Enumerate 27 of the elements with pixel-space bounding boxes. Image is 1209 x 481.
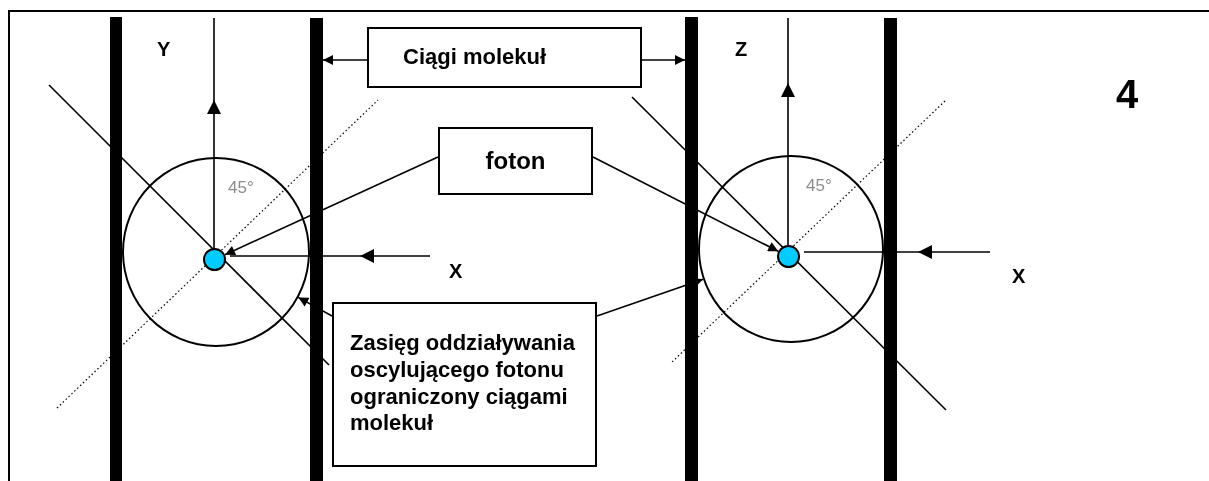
interaction-range-circle bbox=[122, 157, 310, 347]
box-text: Zasięg oddziaływania oscylującego fotonu ograniczony ciągami molekuł bbox=[350, 329, 576, 438]
leader-arrow bbox=[322, 55, 368, 65]
molecule-chain-bar bbox=[110, 17, 122, 481]
molecule-chain-bar bbox=[310, 18, 323, 481]
leader-arrow bbox=[224, 156, 439, 256]
photon-dot bbox=[777, 245, 800, 268]
axis-label: X bbox=[1012, 265, 1026, 288]
axis-label: Y bbox=[157, 38, 171, 61]
leader-arrow bbox=[596, 277, 704, 317]
interaction-range-circle bbox=[698, 155, 884, 343]
photon-dot bbox=[203, 248, 226, 271]
text-box bbox=[332, 302, 597, 467]
axis-label: Z bbox=[735, 38, 748, 61]
molecule-chain-bar bbox=[685, 17, 698, 481]
leader-arrow bbox=[641, 55, 686, 65]
molecule-chain-bar bbox=[884, 18, 897, 481]
figure-number: 4 bbox=[1116, 72, 1139, 117]
text-box bbox=[367, 27, 642, 88]
leader-arrow bbox=[592, 156, 780, 253]
leader-arrow bbox=[297, 296, 333, 317]
angle-label: 45° bbox=[228, 178, 254, 198]
box-text: Ciągi molekuł bbox=[403, 44, 547, 71]
text-box bbox=[438, 127, 593, 195]
box-text: foton bbox=[485, 146, 546, 176]
axis-label: X bbox=[449, 260, 463, 283]
angle-label: 45° bbox=[806, 176, 832, 196]
